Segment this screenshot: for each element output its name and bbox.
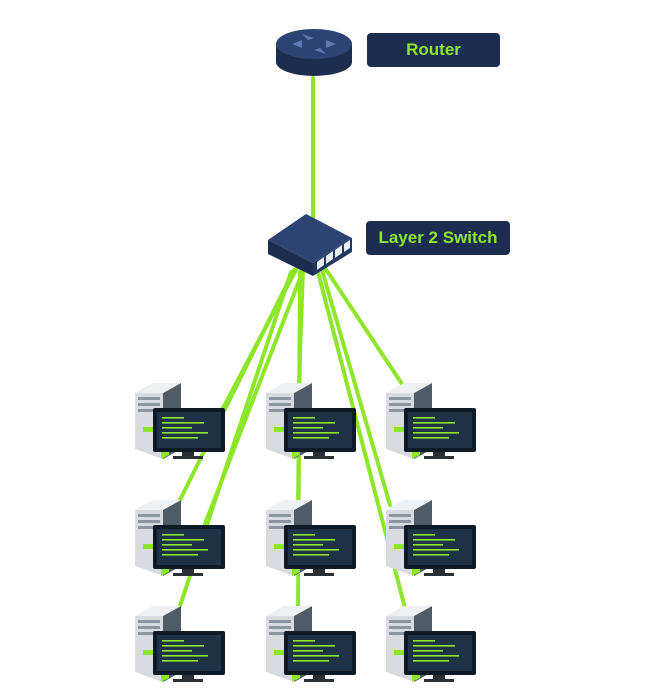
workstation-icon	[135, 383, 225, 459]
workstation-icon	[386, 500, 476, 576]
switch-workstation-link-6	[320, 268, 392, 507]
workstations	[135, 383, 476, 682]
workstation-icon	[266, 606, 356, 682]
switch-workstation-link-4	[176, 268, 296, 506]
workstation-icon	[386, 606, 476, 682]
switch-label: Layer 2 Switch	[366, 221, 510, 255]
router-icon	[276, 29, 352, 76]
workstation-icon	[266, 500, 356, 576]
router-label-text: Router	[406, 40, 461, 59]
workstation-icon	[386, 383, 476, 459]
router-label: Router	[367, 33, 500, 67]
workstation-icon	[266, 383, 356, 459]
switch-workstation-link-3	[323, 266, 408, 392]
switch-icon	[268, 214, 352, 276]
workstation-icon	[135, 606, 225, 682]
switch-label-text: Layer 2 Switch	[378, 228, 498, 247]
workstation-icon	[135, 500, 225, 576]
